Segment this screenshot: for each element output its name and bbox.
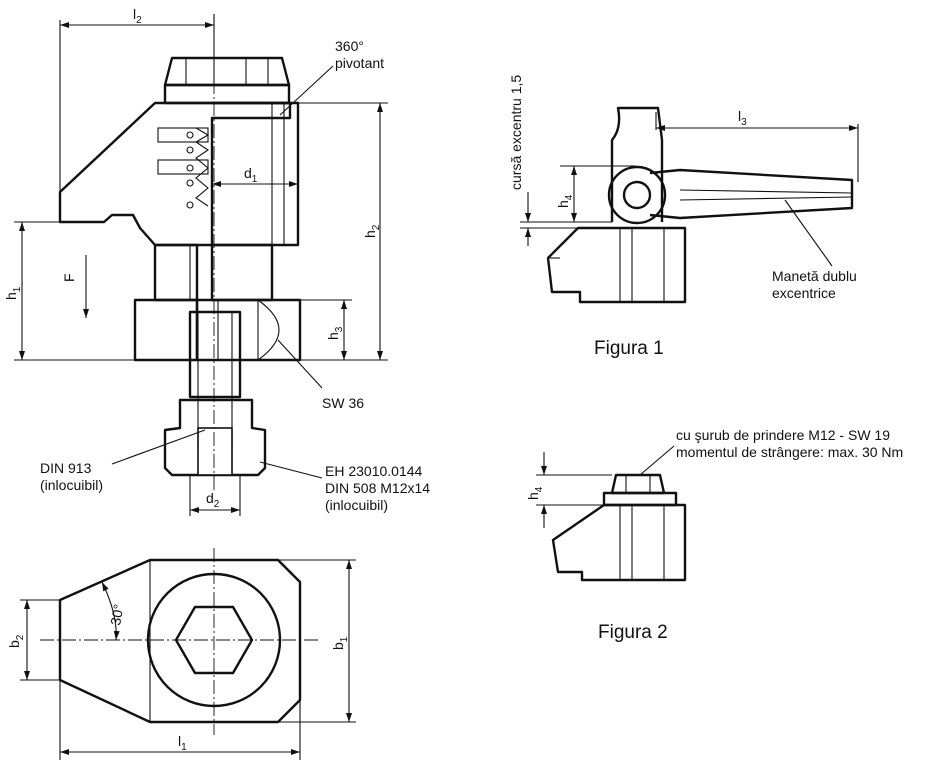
side-section-view: d1 l2 h1 F h2 h3 d2 360° pivotant — [3, 6, 430, 516]
figure-2: cu şurub de prindere M12 - SW 19 momentu… — [525, 427, 903, 643]
screw-label-line1: cu şurub de prindere M12 - SW 19 — [676, 427, 890, 443]
dim-l1-label: l1 — [178, 733, 187, 753]
eh-label-line1: EH 23010.0144 — [325, 463, 423, 479]
din913-label-line1: DIN 913 — [40, 460, 92, 476]
base-nut-section — [133, 298, 199, 362]
fig1-jaw — [546, 226, 687, 304]
dim-h4-fig2-label: h4 — [525, 486, 545, 500]
slot-nut — [163, 398, 267, 477]
fig2-screw-head — [610, 473, 666, 495]
dim-h1-label: h1 — [3, 286, 23, 300]
top-hex-nut — [163, 56, 291, 87]
fig1-tower — [610, 106, 664, 222]
dim-l2-label: l2 — [133, 6, 142, 26]
figure-1: l3 h4 cursă excentru 1,5 Manetă dublu ex… — [508, 75, 859, 359]
dim-d2-label: d2 — [206, 490, 220, 510]
fig1-eccentric — [607, 165, 667, 225]
handle-label-line2: excentrice — [772, 285, 836, 301]
dim-d1-label: d1 — [244, 165, 258, 185]
screw-label-line2: momentul de strângere: max. 30 Nm — [676, 444, 903, 460]
top-view: 30° b2 b1 l1 — [6, 548, 356, 760]
dim-h4-fig1-label: h4 — [555, 194, 575, 208]
angle-label: 30° — [107, 603, 126, 627]
din913-label-line2: (inlocuibil) — [40, 477, 103, 493]
figure-1-caption: Figura 1 — [594, 338, 664, 359]
force-label: F — [61, 273, 77, 282]
stroke-label: cursă excentru 1,5 — [508, 75, 524, 190]
cylinder-neck — [210, 243, 274, 302]
dim-l3-label: l3 — [738, 108, 747, 128]
dim-h3-label: h3 — [325, 326, 345, 340]
eh-label-line2: DIN 508 M12x14 — [325, 480, 430, 496]
column-section — [153, 243, 199, 302]
dim-b1-label: b1 — [330, 636, 350, 650]
fig1-handle — [649, 168, 854, 220]
dim-h2-label: h2 — [362, 224, 382, 238]
eh-label-line3: (inlocuibil) — [325, 497, 388, 513]
pivot-label-line1: 360° — [335, 38, 364, 54]
pivot-label-line2: pivotant — [335, 55, 384, 71]
handle-label-line1: Manetă dublu — [772, 268, 857, 284]
fig2-washer — [602, 491, 678, 507]
sw36-label: SW 36 — [322, 395, 364, 411]
fig2-jaw — [551, 503, 687, 582]
sw36-hex-nut — [195, 298, 302, 362]
dim-b2-label: b2 — [6, 634, 26, 648]
spring-balls — [157, 127, 210, 209]
threaded-stud — [188, 310, 242, 399]
figure-2-caption: Figura 2 — [598, 622, 668, 643]
